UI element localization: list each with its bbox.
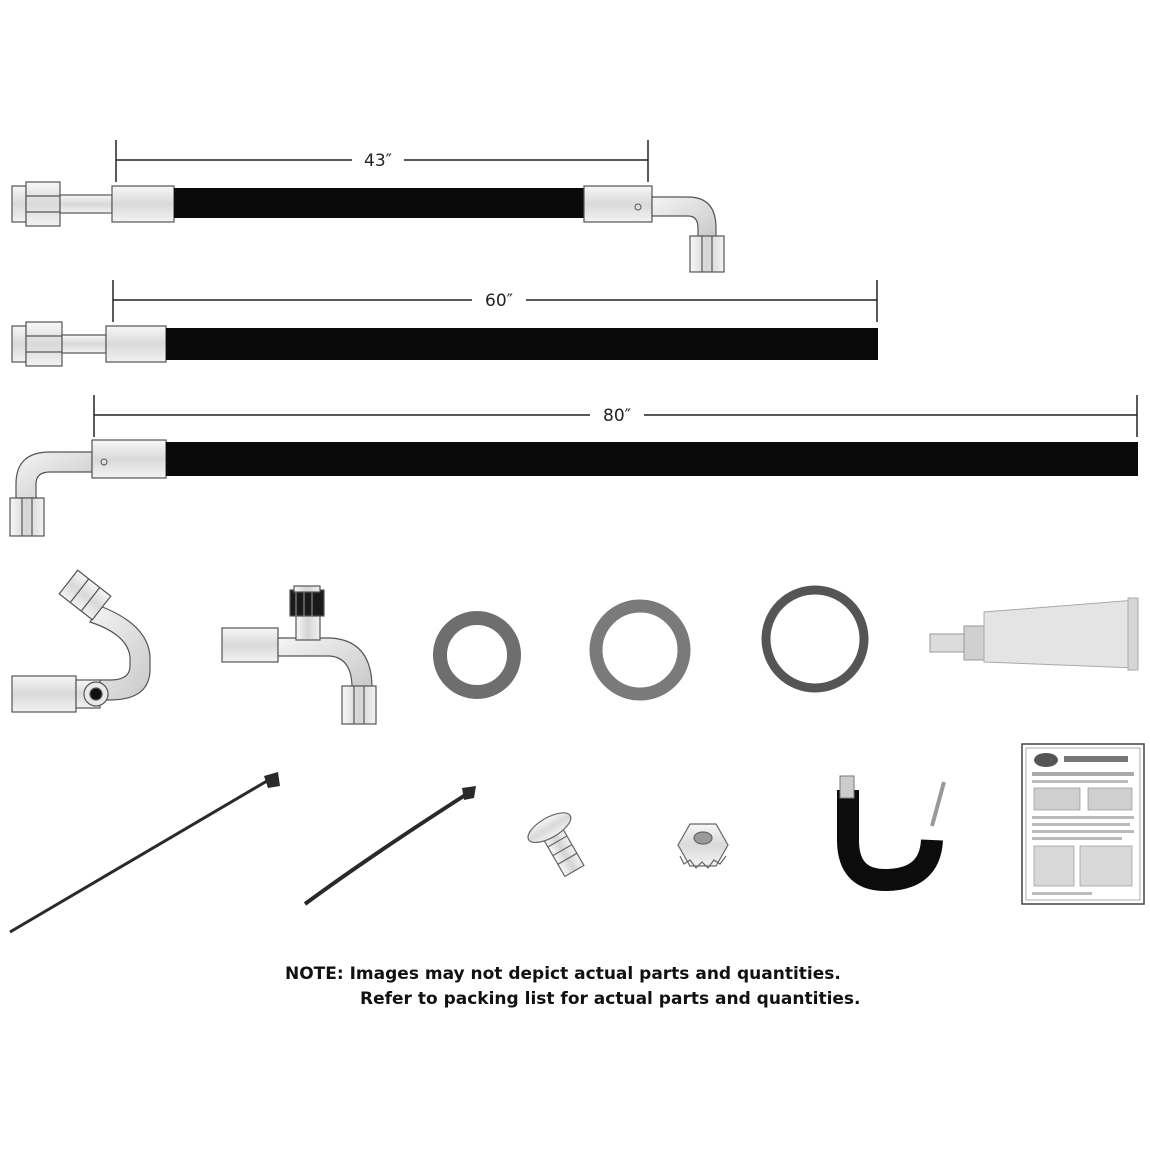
- short-cable-tie: [303, 786, 476, 906]
- dimension-line-60: [112, 280, 878, 322]
- dimension-line-80: [93, 395, 1138, 437]
- hose-43: [174, 188, 584, 218]
- note-line-2: Refer to packing list for actual parts a…: [360, 989, 861, 1009]
- straight-fitting-left: [11, 181, 113, 227]
- hose-80-assembly: 80″: [9, 395, 1138, 537]
- tee-fitting-with-valve: [221, 585, 377, 725]
- service-port-dot: [634, 203, 642, 211]
- hose-43-assembly: 43″: [11, 140, 725, 273]
- length-label-80: 80″: [603, 406, 631, 426]
- dimension-line-43: [115, 140, 649, 182]
- lock-nut: [677, 823, 729, 869]
- length-label-60: 60″: [485, 291, 513, 311]
- lubricant-tube: [929, 597, 1139, 671]
- length-label-43: 43″: [364, 151, 392, 171]
- elbow-fitting-left: [9, 451, 93, 537]
- crimp-ferrule: [105, 325, 167, 363]
- disclaimer-note: NOTE: Images may not depict actual parts…: [0, 962, 1150, 1012]
- small-o-ring: [433, 611, 521, 699]
- elbow-fitting-right: [651, 196, 725, 273]
- service-port-dot: [100, 458, 108, 466]
- long-cable-tie: [9, 772, 280, 934]
- hose-60-assembly: 60″: [11, 280, 878, 367]
- large-o-ring: [761, 585, 869, 693]
- straight-fitting-left: [11, 321, 107, 367]
- bent-fitting-with-port: [11, 569, 151, 713]
- note-line-1: NOTE: Images may not depict actual parts…: [285, 964, 841, 984]
- hose-60: [166, 328, 878, 360]
- instruction-sheet: [1021, 743, 1145, 905]
- screw: [527, 812, 585, 878]
- hose-80: [166, 442, 1138, 476]
- cushioned-clamp: [837, 775, 946, 892]
- medium-o-ring: [589, 599, 691, 701]
- crimp-ferrule: [111, 185, 175, 223]
- crimp-ferrule: [583, 185, 653, 223]
